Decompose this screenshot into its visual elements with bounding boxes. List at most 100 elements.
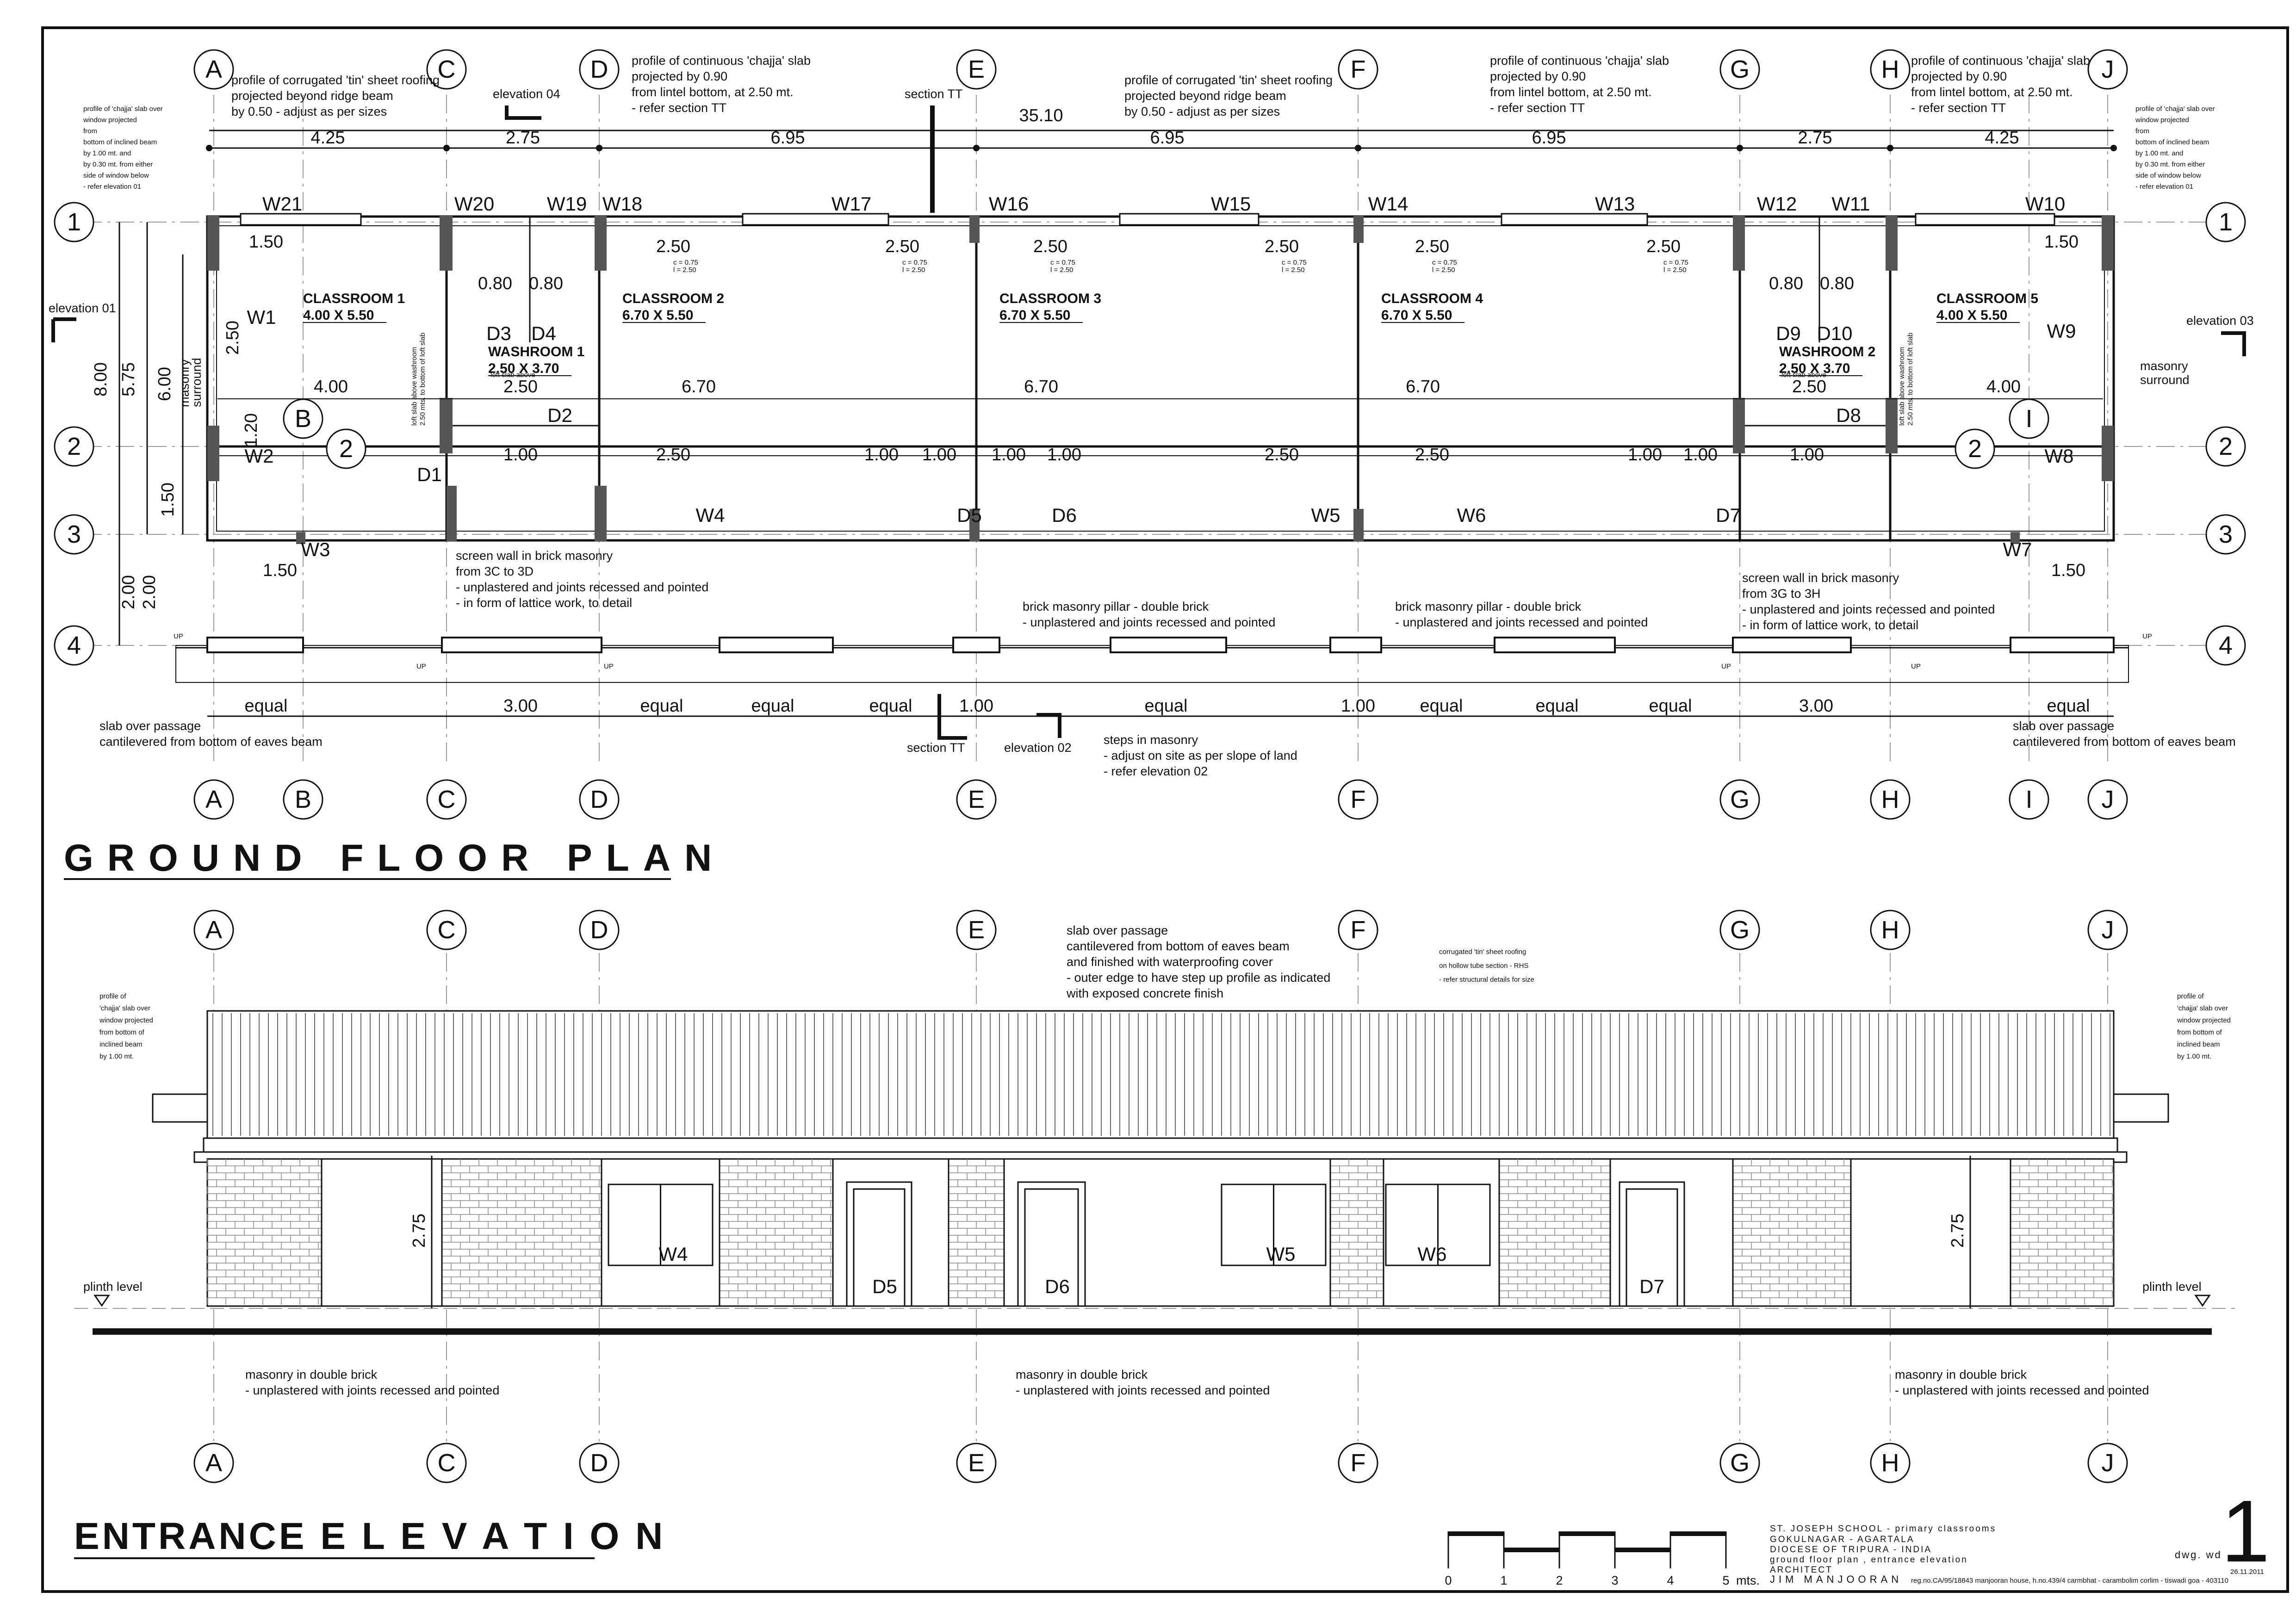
grid-bubble-top-e-label: E [968, 56, 985, 83]
window-sill-c: c = 0.75 [673, 259, 698, 266]
tag-w7: W7 [2003, 539, 2032, 560]
elev-grid-bubble-bottom-e: E [956, 1443, 997, 1483]
note-steps: steps in masonry [1104, 733, 1198, 747]
title-line-2: GOKULNAGAR - AGARTALA [1770, 1535, 1915, 1544]
washroom-door-dim: 0.80 [478, 274, 512, 293]
note-elev-roof: corrugated 'tin' sheet roofing [1439, 948, 1526, 956]
scale-segment [1615, 1548, 1670, 1552]
note-screen-wall-left: screen wall in brick masonry [456, 549, 613, 563]
label-up: UP [1911, 663, 1921, 670]
room-size: 4.00 X 5.50 [1936, 308, 2007, 323]
grid-bubble-bottom-i: I [2009, 779, 2049, 820]
room-size: 6.70 X 5.50 [999, 308, 1070, 323]
grid-bubble-bottom-c: C [426, 779, 467, 820]
roof-sheet [206, 1010, 2115, 1139]
note-chajja-right: from [2135, 127, 2149, 135]
window-label-w10: W10 [2025, 193, 2065, 215]
door-dimension: 1.00 [992, 445, 1026, 465]
brick-masonry-block [1498, 1158, 1611, 1307]
elev-grid-bubble-bottom-j-label: J [2102, 1449, 2114, 1477]
elev-grid-bubble-bottom-a: A [193, 1443, 234, 1483]
title-line-5: ARCHITECT [1770, 1565, 1833, 1575]
chajja-right [2113, 1093, 2169, 1123]
grid-bubble-top-c-label: C [438, 56, 456, 83]
window-dimension: 2.50 [1033, 237, 1067, 256]
note-elev-masonry-right: - unplastered with joints recessed and p… [1895, 1383, 2149, 1397]
grid-bubble-bottom-h-label: H [1881, 786, 1899, 813]
sheet-border [41, 26, 2289, 1593]
grid-bubble-right-2: 2 [2205, 426, 2246, 467]
grid-bubble-bottom-h: H [1870, 779, 1911, 820]
note-elev-roof: - refer structural details for size [1439, 976, 1534, 984]
grid-bubble-bottom-e: E [956, 779, 997, 820]
elev-grid-bubble-bottom-f: F [1338, 1443, 1378, 1483]
label-up: UP [1721, 663, 1731, 670]
door-dimension: 1.00 [922, 445, 956, 465]
label-up: UP [2142, 632, 2152, 640]
note-elev-chajja-left: from bottom of [99, 1028, 145, 1036]
bay-dimension: 2.75 [1798, 128, 1832, 148]
grid-bubble-inner-i-label: I [2025, 405, 2032, 433]
brick-masonry-block [1732, 1158, 1852, 1307]
elev-grid-bubble-bottom-d: D [579, 1443, 620, 1483]
grid-bubble-inner-2-right-label: 2 [1968, 435, 1982, 463]
elev-tag-w6: W6 [1418, 1243, 1447, 1265]
elev-tag-w4: W4 [659, 1243, 688, 1265]
elev-grid-bubble-top-h-label: H [1881, 916, 1899, 944]
note-loft-short-2: loft slab above [1781, 371, 1826, 379]
note-elev-masonry-right: masonry in double brick [1895, 1368, 2027, 1381]
vertical-dimension: 1.20 [242, 413, 261, 447]
elev-grid-bubble-top-d-label: D [590, 916, 608, 944]
note-chajja-profile-3: - refer section TT [1911, 101, 2006, 115]
elev-grid-bubble-top-h: H [1870, 910, 1911, 950]
tag-w1: W1 [247, 306, 276, 328]
tag-w5: W5 [1311, 504, 1340, 526]
window-dimension-small: 1.50 [249, 232, 283, 252]
note-elev-roof: on hollow tube section - RHS [1439, 962, 1528, 970]
window-label-w19: W19 [547, 193, 587, 215]
tag-w9: W9 [2047, 320, 2076, 342]
scale-label: 0 [1445, 1573, 1452, 1587]
room-name: CLASSROOM 2 [622, 291, 724, 306]
grid-bubble-top-e: E [956, 49, 997, 90]
overall-dimension [209, 130, 2114, 149]
room-classroom-1: CLASSROOM 14.00 X 5.50 [303, 291, 405, 323]
room-classroom-3: CLASSROOM 36.70 X 5.50 [999, 291, 1101, 323]
grid-bubble-bottom-c-label: C [438, 786, 456, 813]
grid-bubble-top-h: H [1870, 49, 1911, 90]
window-sill-l: l = 2.50 [902, 266, 925, 274]
elev-grid-bubble-bottom-f-label: F [1351, 1449, 1366, 1477]
elev-grid-bubble-bottom-a-label: A [205, 1449, 222, 1477]
note-slab-passage-right: cantilevered from bottom of eaves beam [2013, 735, 2236, 749]
vertical-dimension: 2.00 [140, 575, 159, 609]
note-chajja-right: bottom of inclined beam [2135, 138, 2209, 146]
window-dimension: 2.50 [1265, 237, 1299, 256]
outer-walls [175, 215, 2129, 683]
note-chajja-profile-2: projected by 0.90 [1490, 69, 1586, 83]
vertical-dimension: 6.00 [155, 367, 174, 401]
room-size: 6.70 X 5.50 [1381, 308, 1452, 323]
note-chajja-right: by 0.30 mt. from either [2135, 161, 2205, 168]
note-loft-short-1: loft slab above [490, 371, 535, 379]
tag-d4: D4 [531, 322, 556, 344]
room-washroom-2: WASHROOM 22.50 X 3.70 [1779, 344, 1875, 376]
note-chajja-profile-2: from lintel bottom, at 2.50 mt. [1490, 85, 1652, 99]
note-roof-profile-left: profile of corrugated 'tin' sheet roofin… [231, 73, 440, 87]
note-chajja-left: by 1.00 mt. and [83, 149, 131, 157]
elev-grid-bubble-bottom-h: H [1870, 1443, 1911, 1483]
grid-bubble-bottom-d: D [579, 779, 620, 820]
label-elevation-01: elevation 01 [49, 301, 116, 315]
note-elev-masonry-mid: - unplastered with joints recessed and p… [1016, 1383, 1270, 1397]
window-label-w18: W18 [602, 193, 642, 215]
elevation-title: ENTRANCE E L E V A T I O N [74, 1515, 665, 1557]
scale-label: 5 [1722, 1573, 1729, 1587]
note-screen-wall-left: - in form of lattice work, to detail [456, 596, 632, 610]
elev-grid-bubble-top-e: E [956, 910, 997, 950]
title-line-1: ST. JOSEPH SCHOOL - primary classrooms [1770, 1524, 1996, 1534]
grid-bubble-bottom-g: G [1719, 779, 1760, 820]
scale-segment [1559, 1531, 1615, 1536]
brick-masonry-block [206, 1158, 323, 1307]
passage-dimension: 1.00 [959, 696, 993, 716]
note-loft-right: loft slab above washroom [1898, 347, 1906, 426]
